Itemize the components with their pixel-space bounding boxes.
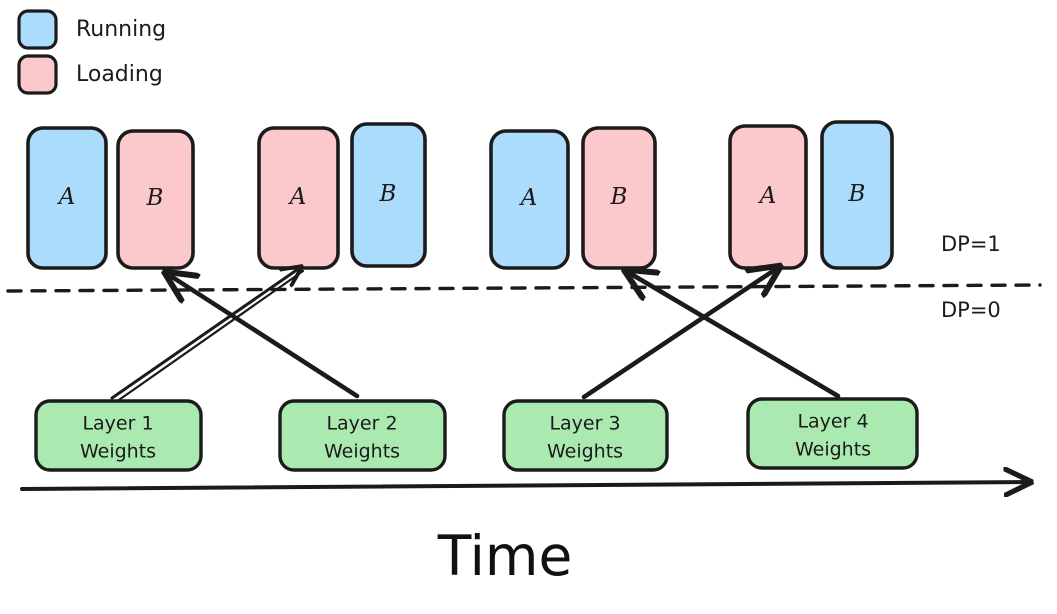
block-slot-2: B — [116, 129, 195, 270]
block-slot-4: B — [350, 122, 427, 268]
block-rect — [489, 129, 570, 270]
arrow-layer3-to-block7 — [581, 267, 779, 400]
block-slot-1: A — [26, 126, 108, 270]
layer-box-line1: Layer 3 — [549, 413, 620, 435]
block-label: A — [57, 184, 76, 210]
block-label: A — [519, 185, 538, 211]
layer-box-4: Layer 4 Weights — [746, 397, 919, 470]
block-label: B — [610, 184, 628, 210]
legend-label-loading: Loading — [76, 62, 163, 87]
block-label: A — [288, 184, 307, 210]
layer-box-rect — [34, 399, 203, 472]
time-axis-line — [20, 482, 1030, 489]
weight-transfer-arrows — [110, 267, 841, 404]
block-slot-5: A — [489, 129, 570, 270]
block-slot-3: A — [257, 126, 340, 270]
arrow-layer1-to-block3 — [110, 267, 301, 400]
legend-item-loading: Loading — [17, 54, 163, 95]
layer-box-line2: Weights — [80, 441, 156, 463]
block-rect — [581, 126, 657, 270]
time-axis: Time — [20, 482, 1030, 588]
block-label: B — [848, 181, 866, 207]
layer-box-rect — [746, 397, 919, 470]
block-rect — [116, 129, 195, 270]
layer-box-line1: Layer 1 — [82, 413, 153, 435]
dp-divider-line — [6, 283, 1042, 293]
layer-box-1: Layer 1 Weights — [34, 399, 203, 472]
block-rect — [820, 120, 894, 270]
legend-label-running: Running — [76, 17, 166, 42]
execution-blocks-row: A B A B A B — [26, 120, 894, 270]
block-slot-6: B — [581, 126, 657, 270]
arrow-layer1-to-block3-shadow — [114, 269, 305, 404]
legend-item-running: Running — [17, 9, 166, 50]
arrow-layer2-to-block2 — [166, 273, 360, 399]
dp-label-upper: DP=1 — [941, 232, 1001, 256]
block-label: B — [146, 185, 164, 211]
block-slot-8: B — [820, 120, 894, 270]
layer-box-line2: Weights — [547, 441, 623, 463]
layer-box-2: Layer 2 Weights — [278, 399, 447, 472]
block-label: A — [758, 183, 777, 209]
block-label: B — [379, 181, 397, 207]
legend: Running Loading — [17, 9, 166, 95]
layer-box-line2: Weights — [795, 439, 871, 461]
layer-weight-boxes: Layer 1 Weights Layer 2 Weights Layer 3 … — [34, 397, 919, 472]
running-swatch — [17, 9, 58, 50]
layer-box-line1: Layer 2 — [326, 413, 397, 435]
dp-label-lower: DP=0 — [941, 298, 1001, 322]
layer-box-line2: Weights — [324, 441, 400, 463]
layer-box-rect — [502, 399, 669, 472]
layer-box-line1: Layer 4 — [797, 411, 868, 433]
layer-box-3: Layer 3 Weights — [502, 399, 669, 472]
time-axis-label: Time — [437, 524, 573, 588]
block-slot-7: A — [728, 124, 808, 270]
block-rect — [26, 126, 108, 270]
arrow-layer4-to-block6 — [626, 271, 841, 399]
loading-swatch — [17, 54, 58, 95]
layer-box-rect — [278, 399, 447, 472]
block-rect — [350, 122, 427, 268]
